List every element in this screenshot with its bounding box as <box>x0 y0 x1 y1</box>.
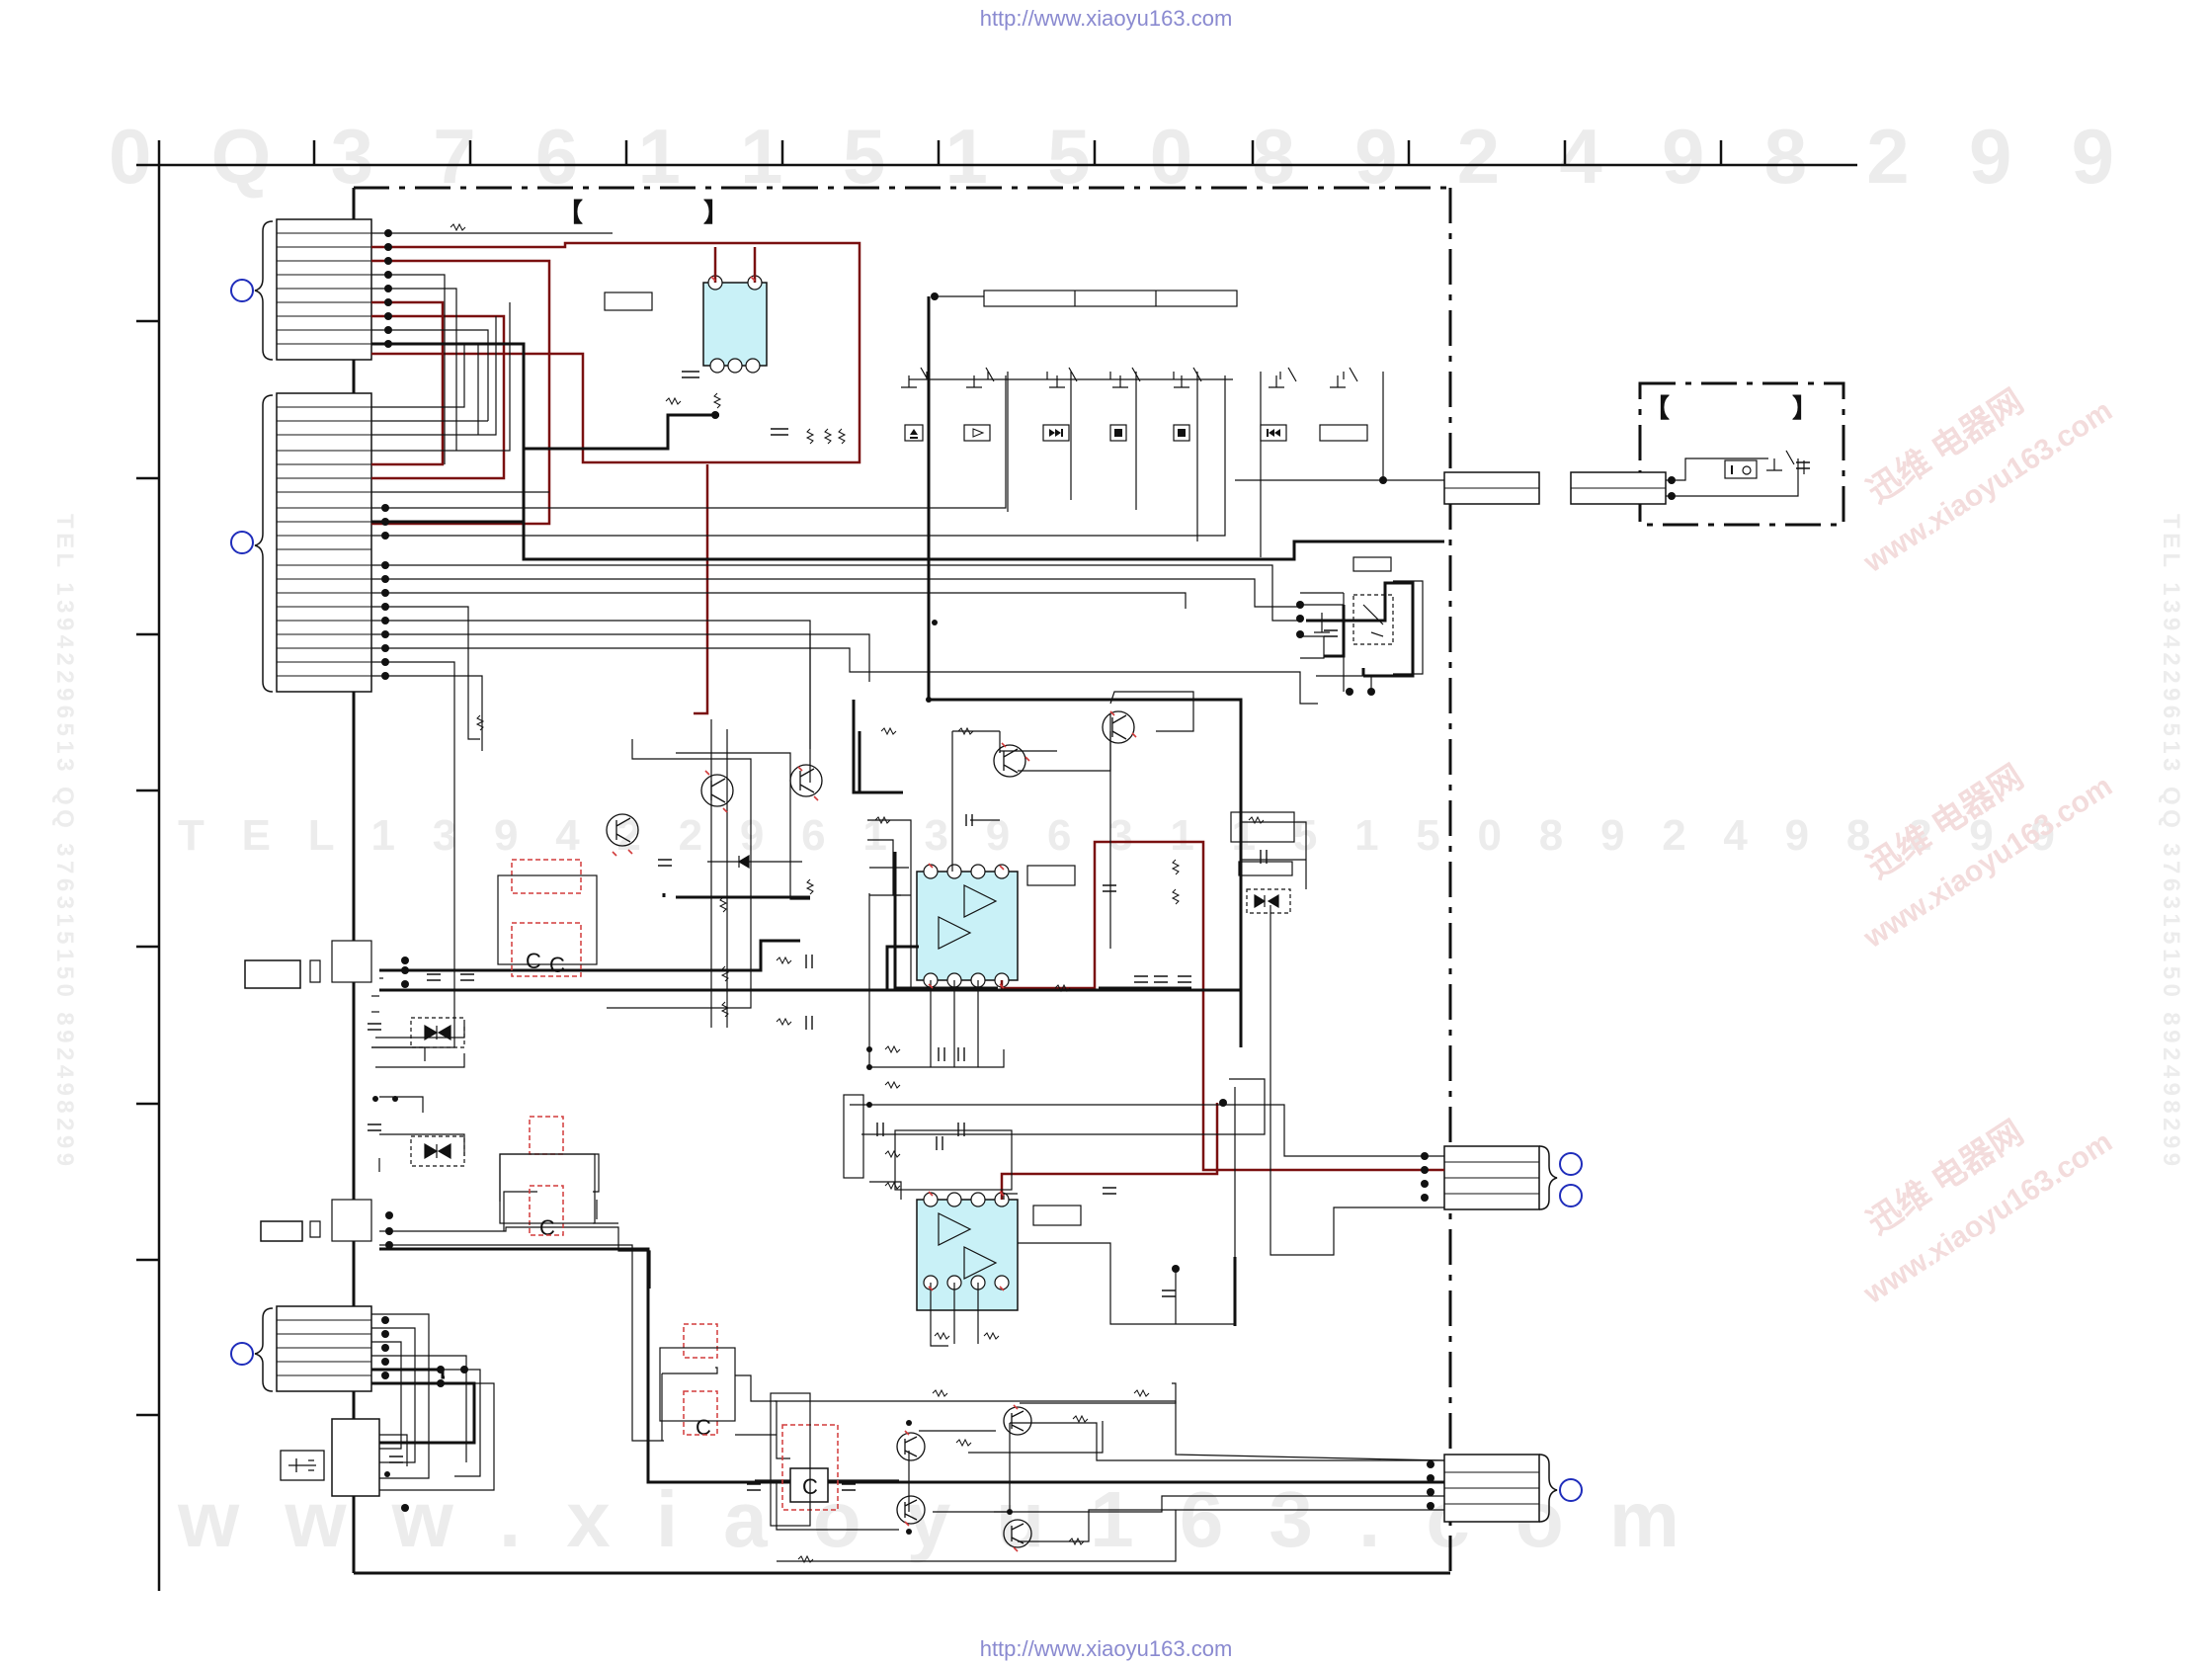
watermark-tel-row: T E L 1 3 9 4 2 2 9 6 1 3 9 6 3 1 1 5 1 … <box>178 811 2055 860</box>
right-connectors <box>1443 471 1667 1523</box>
regulator-block[interactable] <box>789 1467 829 1503</box>
junction-dots <box>372 229 1676 1535</box>
jack-lower-label-box <box>260 1220 303 1242</box>
watermark-top-row: 0 Q 3 7 6 1 1 5 1 5 0 8 9 2 4 9 8 2 9 9 <box>109 113 2114 200</box>
option-block <box>511 859 582 894</box>
ic-letter: C <box>696 1415 711 1440</box>
bracket-top-open: 【 <box>557 198 583 227</box>
connector-ring[interactable] <box>1559 1152 1583 1176</box>
transistor[interactable] <box>896 1432 926 1461</box>
jack-upper-label-box <box>244 959 301 989</box>
function-key-box[interactable] <box>1319 424 1368 442</box>
option-block <box>529 1116 564 1155</box>
connector-ring[interactable] <box>230 1342 254 1366</box>
headphone-jack-lower[interactable] <box>331 1199 372 1242</box>
sheet-frame <box>136 140 1857 1591</box>
right-connector-pins <box>1444 487 1666 1505</box>
watermark-group: 0 Q 3 7 6 1 1 5 1 5 0 8 9 2 4 9 8 2 9 9 … <box>51 113 2184 1563</box>
thick-wiring <box>371 296 1444 1484</box>
bracket-top-close: 】 <box>703 198 729 227</box>
jacks <box>309 940 372 1242</box>
connector-lower[interactable] <box>276 1305 372 1392</box>
option-block <box>683 1323 718 1359</box>
transistor[interactable] <box>993 744 1026 778</box>
headphone-jack-upper[interactable] <box>331 940 372 983</box>
key-icon-glyphs <box>910 428 1280 439</box>
connector-middle[interactable] <box>276 392 372 693</box>
diode-blocks <box>410 854 1291 1167</box>
bracket-right-close: 】 <box>1792 393 1818 423</box>
transistor[interactable] <box>700 774 734 807</box>
power-switch-group <box>1724 450 1805 479</box>
pin-markers <box>612 276 1137 1552</box>
transistor[interactable] <box>896 1495 926 1525</box>
ic-letter: C <box>526 949 541 973</box>
wiring <box>371 232 1799 1562</box>
red-signal-nets <box>371 241 1444 1200</box>
watermark-side-right: TEL 13942296513 QQ 376315150 892498299 <box>2158 514 2184 1166</box>
option-block <box>529 1185 564 1236</box>
board-outline <box>352 186 1845 1575</box>
watermark-side-left: TEL 13942296513 QQ 376315150 892498299 <box>51 514 78 1166</box>
bracket-right-open: 【 <box>1644 393 1670 423</box>
key-sheet-strip <box>983 290 1238 307</box>
power-icon-glyph <box>1731 465 1752 475</box>
transistor[interactable] <box>1003 1406 1032 1436</box>
braces <box>254 220 1558 1523</box>
footer-url[interactable]: http://www.xiaoyu163.com <box>979 1636 1233 1661</box>
diode-pair[interactable] <box>1246 888 1291 914</box>
transistors <box>606 710 1135 1548</box>
ic-middle-amp[interactable] <box>916 871 1019 981</box>
header-url[interactable]: http://www.xiaoyu163.com <box>979 6 1233 31</box>
bracket-labels: 【 】 【 】 <box>557 198 1818 423</box>
power-icon[interactable] <box>1724 459 1758 479</box>
connector-upper[interactable] <box>276 218 372 361</box>
detector-switch <box>1300 556 1424 692</box>
option-block <box>683 1390 718 1436</box>
ic-lower-amp[interactable] <box>916 1199 1019 1311</box>
transistor[interactable] <box>1102 710 1135 744</box>
connector-ring[interactable] <box>1559 1478 1583 1502</box>
capacitors <box>368 371 1810 1491</box>
key-switches <box>901 290 1358 388</box>
resistors <box>450 222 1265 1564</box>
usb-connector[interactable] <box>331 1418 380 1497</box>
usb-glyph <box>280 1450 325 1481</box>
connector-pin-lines <box>277 232 371 1376</box>
connector-ring[interactable] <box>230 531 254 554</box>
detector-switch-body[interactable] <box>1352 594 1394 645</box>
transistor[interactable] <box>1003 1519 1032 1548</box>
connector-ring[interactable] <box>1559 1184 1583 1207</box>
transistor[interactable] <box>606 813 639 847</box>
option-block <box>511 922 582 977</box>
misc-boxes <box>497 291 1295 1527</box>
transistor[interactable] <box>789 764 823 797</box>
ic-top-chip[interactable] <box>702 282 768 367</box>
connector-rings <box>230 279 1583 1502</box>
op-amp-symbols <box>938 884 998 1280</box>
play-icon[interactable] <box>963 424 991 442</box>
ic-pins <box>707 275 1010 1290</box>
watermark-stamp-group: 迅维 电器网 www.xiaoyu163.com 迅维 电器网 www.xiao… <box>1857 382 2118 1310</box>
ic-group <box>702 282 1019 1503</box>
detector-switch-label-box <box>1352 556 1392 572</box>
connector-ring[interactable] <box>230 279 254 302</box>
